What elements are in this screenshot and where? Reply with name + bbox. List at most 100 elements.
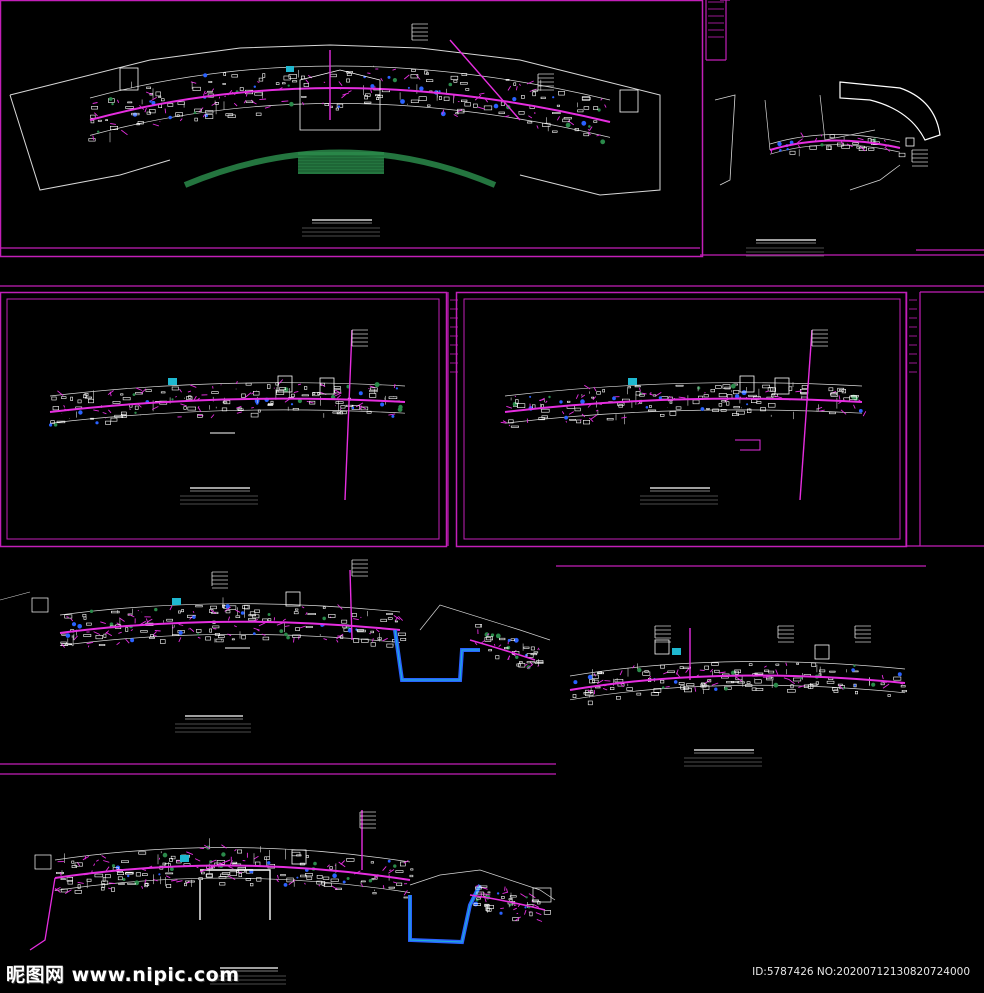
fixture-symbol — [253, 390, 260, 396]
fixture-symbol — [223, 72, 226, 76]
valve-marker — [97, 130, 100, 133]
outer-wall — [89, 65, 611, 101]
fixture-symbol — [830, 392, 839, 397]
fixture-symbol — [395, 870, 404, 873]
valve-marker — [337, 105, 341, 108]
fixture-symbol — [450, 75, 459, 80]
fixture-symbol — [294, 608, 299, 611]
pipe-branch — [199, 859, 231, 873]
fixture-symbol — [120, 393, 124, 396]
valve-marker — [267, 613, 271, 616]
fixture-symbol — [256, 877, 262, 882]
fixture-symbol — [461, 73, 468, 76]
pipe-branch — [797, 138, 803, 143]
fixture-symbol — [718, 403, 723, 407]
fixture-symbol — [242, 605, 249, 610]
pipe-branch — [382, 637, 388, 642]
pipe-branch — [764, 665, 767, 668]
valve-marker — [853, 396, 859, 401]
fixture-symbol — [669, 411, 677, 416]
pipe-branch — [178, 637, 182, 643]
equipment-box — [532, 887, 552, 903]
pipe-branch — [145, 618, 149, 624]
fixture-symbol — [734, 669, 741, 673]
fixture-symbol — [118, 883, 125, 885]
fixture-symbol — [127, 882, 136, 885]
pipe-branch — [392, 68, 397, 71]
fixture-symbol — [476, 891, 484, 895]
pipe-branch — [92, 102, 98, 104]
fixture-symbol — [901, 689, 907, 693]
pipe-branch — [245, 92, 248, 97]
fixture-symbol — [498, 637, 506, 641]
fixture-symbol — [328, 613, 336, 618]
fixture-symbol — [121, 860, 129, 863]
pipe-branch — [228, 875, 236, 880]
valve-marker — [71, 622, 77, 627]
pipe-branch — [519, 83, 521, 86]
pipe-branch — [819, 409, 825, 412]
pipe-branch — [152, 123, 160, 127]
fixture-symbol — [60, 641, 67, 644]
pipe-branch — [360, 883, 364, 888]
fixture-symbol — [237, 849, 243, 854]
pipe-branch — [109, 391, 112, 397]
fixture-symbol — [750, 399, 758, 404]
pipe-branch — [527, 663, 534, 669]
outer-wall — [59, 603, 401, 616]
pipe-branch — [415, 74, 421, 80]
pipe-branch — [798, 684, 806, 688]
pipe-branch — [403, 74, 410, 80]
fixture-symbol — [786, 689, 796, 693]
fixture-symbol — [453, 79, 458, 83]
pipe-branch — [151, 406, 159, 410]
valve-marker — [346, 877, 350, 880]
frame-border — [0, 291, 448, 548]
fixture-symbol — [135, 392, 143, 395]
pipe-branch — [678, 396, 686, 399]
pipe-branch — [882, 683, 890, 689]
fixture-symbol — [171, 386, 179, 391]
pipe-branch — [301, 606, 305, 609]
fixture-symbol — [292, 408, 299, 411]
fixture-symbol — [51, 396, 57, 401]
fixture-symbol — [852, 142, 859, 145]
pipe-branch — [881, 674, 884, 680]
fixture-symbol — [438, 96, 442, 100]
pipe-branch — [235, 609, 241, 613]
fixture-symbol — [589, 690, 594, 693]
fixture-symbol — [706, 407, 710, 410]
pipe-branch — [211, 102, 218, 106]
fixture-symbol — [322, 606, 326, 609]
pipe-branch — [117, 99, 120, 104]
fixture-symbol — [83, 616, 87, 620]
pipe-branch — [57, 390, 64, 396]
pipe-branch — [253, 627, 260, 631]
fixture-symbol — [614, 678, 624, 683]
fixture-symbol — [841, 145, 850, 149]
pipe-branch — [243, 99, 247, 104]
pipe-branch — [369, 385, 376, 389]
pipe-branch — [596, 679, 604, 685]
pipe-branch — [685, 668, 690, 673]
fixture-symbol — [826, 680, 835, 684]
fixture-symbol — [526, 661, 535, 664]
pipe-branch — [150, 97, 157, 101]
fixture-symbol — [606, 417, 614, 421]
fixture-symbol — [184, 882, 187, 887]
pipe-branch — [507, 85, 512, 91]
fixture-symbol — [160, 639, 166, 644]
pipe-branch — [483, 892, 485, 895]
fixture-symbol — [376, 97, 379, 101]
pipe-branch — [105, 630, 110, 635]
pipe-branch — [338, 81, 343, 86]
fixture-symbol — [660, 679, 665, 684]
fixture-symbol — [582, 419, 590, 425]
pipe-branch — [118, 631, 122, 634]
pipe-branch — [513, 907, 517, 911]
pipe-branch — [797, 144, 801, 149]
pipe-branch — [95, 859, 99, 862]
pipe-branch — [360, 616, 362, 619]
fixture-symbol — [293, 611, 299, 615]
fixture-symbol — [241, 634, 246, 640]
